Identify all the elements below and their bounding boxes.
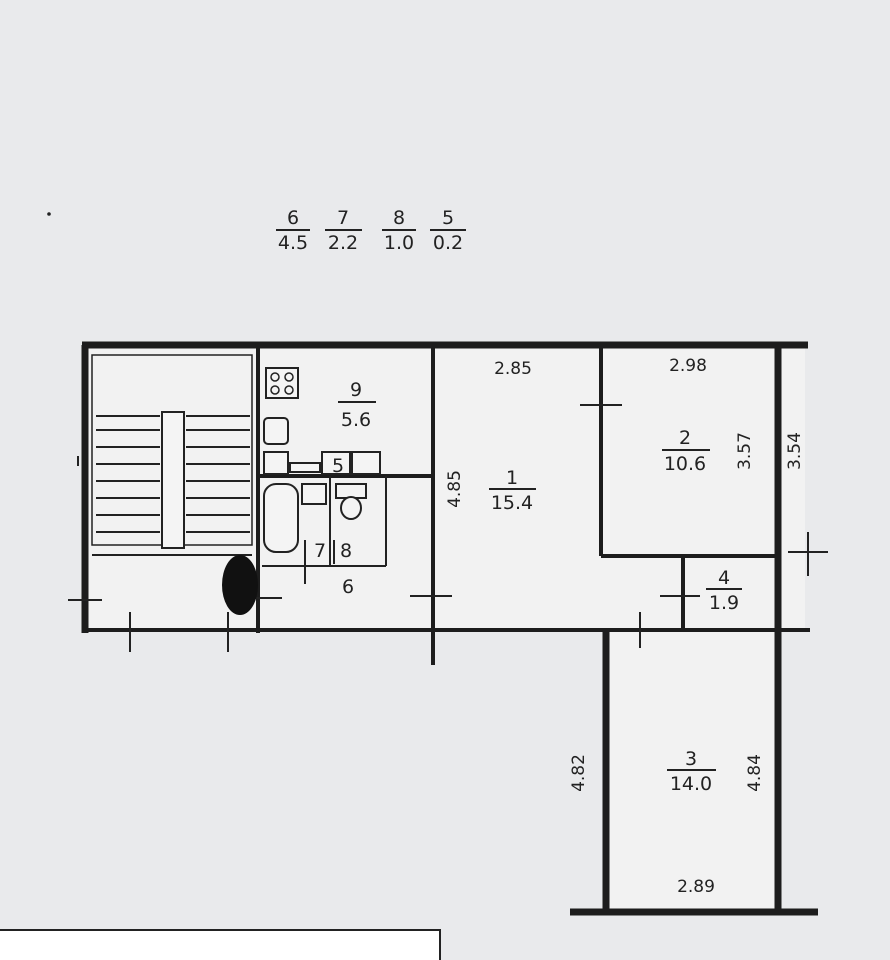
- stair-steps-right: [186, 415, 250, 533]
- legend-room-7: 7: [337, 207, 349, 229]
- dim-room3-left: 4.82: [569, 754, 589, 792]
- interior-walls: [256, 348, 778, 665]
- dim-outer-height: 3.54: [785, 432, 805, 470]
- dim-room3-width: 2.89: [677, 877, 715, 897]
- legend-room-8: 8: [393, 207, 405, 229]
- speck: [47, 212, 51, 216]
- toilet-icon: [335, 483, 367, 520]
- ink-blot: [222, 555, 258, 615]
- legend-room-5: 5: [442, 207, 454, 229]
- area-legend: 6 4.5 7 2.2 8 1.0 5 0.2: [276, 207, 466, 254]
- stamp-frame: [0, 929, 441, 960]
- room-5-number: 5: [332, 455, 344, 477]
- room-7-number: 7: [314, 540, 326, 562]
- room-3-area: 14.0: [670, 773, 712, 795]
- room-9-number: 9: [350, 379, 362, 401]
- washbasin-icon: [263, 451, 381, 475]
- room-1-area: 15.4: [491, 492, 533, 514]
- staircase: [91, 354, 253, 556]
- room-8-number: 8: [340, 540, 352, 562]
- dim-room2-width: 2.98: [669, 356, 707, 376]
- room-6-number: 6: [342, 576, 354, 598]
- room-3-number: 3: [685, 748, 697, 770]
- stove-icon: [265, 367, 299, 399]
- dimension-labels: 2.85 2.98 3.57 3.54 4.85 4.82 4.84 2.89: [445, 356, 805, 897]
- kitchen-sink-icon: [263, 417, 289, 445]
- legend-area-6: 4.5: [278, 232, 308, 254]
- dim-room1-height: 4.85: [445, 470, 465, 508]
- legend-area-8: 1.0: [384, 232, 414, 254]
- outer-walls: [81, 341, 818, 916]
- bathtub-icon: [263, 483, 327, 553]
- room-2-number: 2: [679, 427, 691, 449]
- room-1-number: 1: [506, 467, 518, 489]
- room-9-area: 5.6: [341, 409, 371, 431]
- room-4-number: 4: [718, 567, 730, 589]
- legend-area-7: 2.2: [328, 232, 358, 254]
- opening-markers: [68, 404, 828, 652]
- room-4-area: 1.9: [709, 592, 739, 614]
- dim-room3-right: 4.84: [745, 754, 765, 792]
- room-2-area: 10.6: [664, 453, 706, 475]
- legend-room-6: 6: [287, 207, 299, 229]
- stair-steps-left: [96, 415, 160, 533]
- legend-area-5: 0.2: [433, 232, 463, 254]
- dim-room2-height: 3.57: [735, 432, 755, 470]
- dim-room1-width: 2.85: [494, 359, 532, 379]
- room-labels: 9 5.6 1 15.4 2 10.6 4 1.9 3 14.0 7 8 6 5: [314, 379, 742, 795]
